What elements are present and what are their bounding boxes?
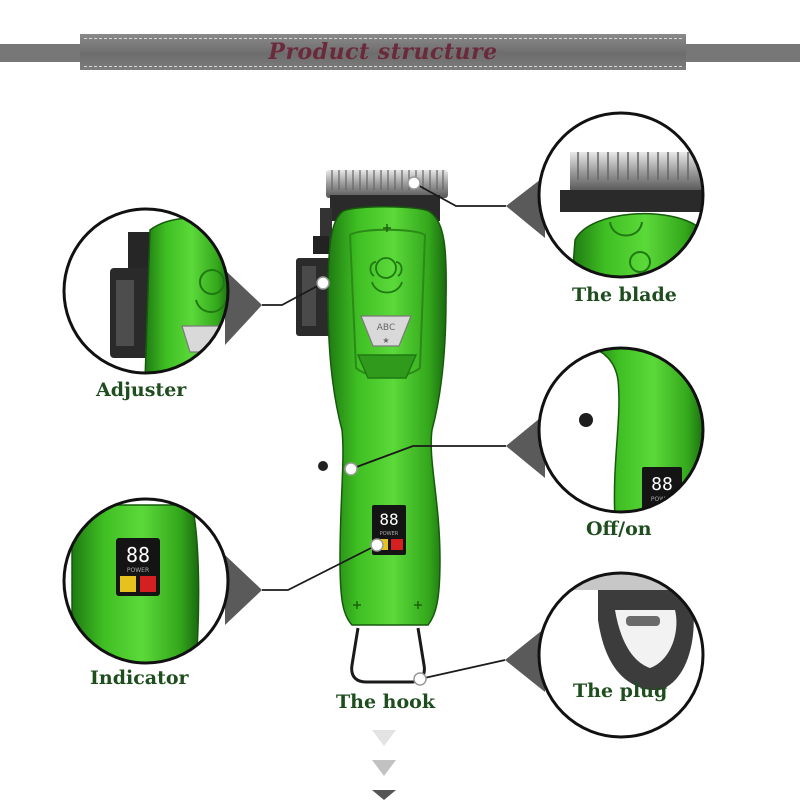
callout-pointers (225, 176, 545, 692)
badge-text: ABC (377, 323, 395, 333)
label-the-hook: The hook (336, 691, 435, 713)
zoom-circle-adjuster (62, 207, 230, 375)
puppy-emblem (369, 257, 403, 294)
zoom-circle-blade (537, 111, 705, 279)
banner-stitch-bottom (84, 66, 682, 67)
label-the-blade: The blade (572, 284, 677, 306)
off-on-leader-line (350, 445, 506, 470)
zoom-display-digits: 88 (651, 474, 673, 495)
zoom-circle-indicator: 88 POWER (62, 497, 230, 665)
hanging-hook (350, 627, 426, 684)
brand-badge: ABC ★ (360, 315, 412, 347)
page-title: Product structure (268, 39, 498, 65)
svg-text:★: ★ (382, 336, 389, 345)
hair-clipper: ABC ★ 88 POWER (296, 170, 448, 684)
plug-pointer (505, 628, 545, 692)
indicator-display-digits: 88 (126, 543, 150, 567)
display-power-label: POWER (380, 531, 399, 537)
arrow-down-icon (372, 790, 396, 800)
indicator-power-label: POWER (127, 567, 149, 574)
adjuster-pointer (225, 270, 262, 345)
display-digits: 88 (379, 510, 398, 529)
indicator-pointer (225, 555, 262, 625)
title-banner: Product structure (0, 32, 800, 74)
blade-leader-line (413, 182, 506, 207)
label-indicator: Indicator (90, 667, 189, 689)
indicator-leader-line (262, 544, 378, 591)
blade-pointer (506, 176, 545, 238)
charging-indicator (120, 576, 136, 592)
power-switch (318, 461, 328, 471)
label-the-plug: The plug (573, 680, 668, 702)
callout-lines (262, 182, 506, 680)
battery-indicator (140, 576, 156, 592)
arrow-down-icon (372, 760, 396, 776)
label-adjuster: Adjuster (96, 379, 187, 401)
banner-band (80, 34, 686, 70)
zoom-circle-off-on: 88 POWER (537, 346, 705, 514)
zoom-circle-plug (537, 571, 705, 739)
off-on-pointer (506, 414, 545, 478)
callout-dots (316, 176, 427, 686)
arrow-down-icon (372, 730, 396, 746)
label-off-on: Off/on (586, 518, 652, 540)
scroll-down-arrows (372, 730, 396, 800)
adjuster-leader-line (262, 282, 324, 306)
banner-stitch-top (84, 38, 682, 39)
plug-leader-line (419, 659, 506, 680)
banner-right-ribbon (652, 44, 800, 62)
